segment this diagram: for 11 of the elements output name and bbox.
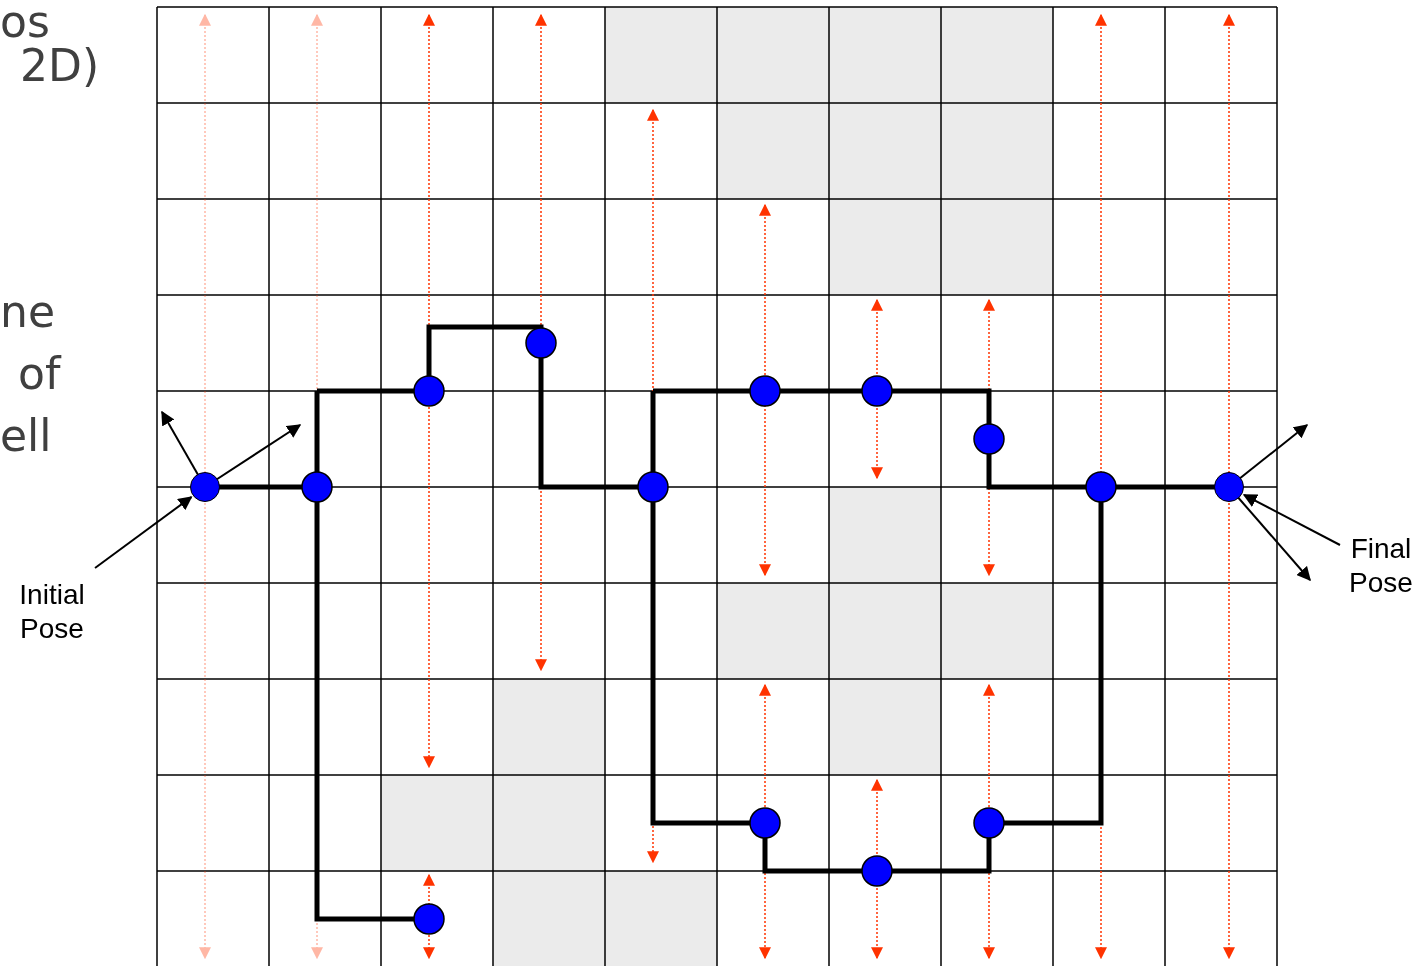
- leader-line: [1242, 493, 1341, 546]
- text-fragment: 2D): [20, 44, 100, 88]
- text-fragment: of: [18, 352, 61, 396]
- callout-label: Final Pose: [1338, 532, 1424, 600]
- pose-marker: [190, 472, 220, 502]
- text-fragment: os: [0, 0, 50, 44]
- text-fragment: ell: [0, 414, 52, 458]
- leader-line: [94, 496, 193, 569]
- callout-label: Initial Pose: [9, 578, 95, 646]
- text-fragment: ne: [0, 290, 55, 334]
- pose-marker: [1214, 472, 1244, 502]
